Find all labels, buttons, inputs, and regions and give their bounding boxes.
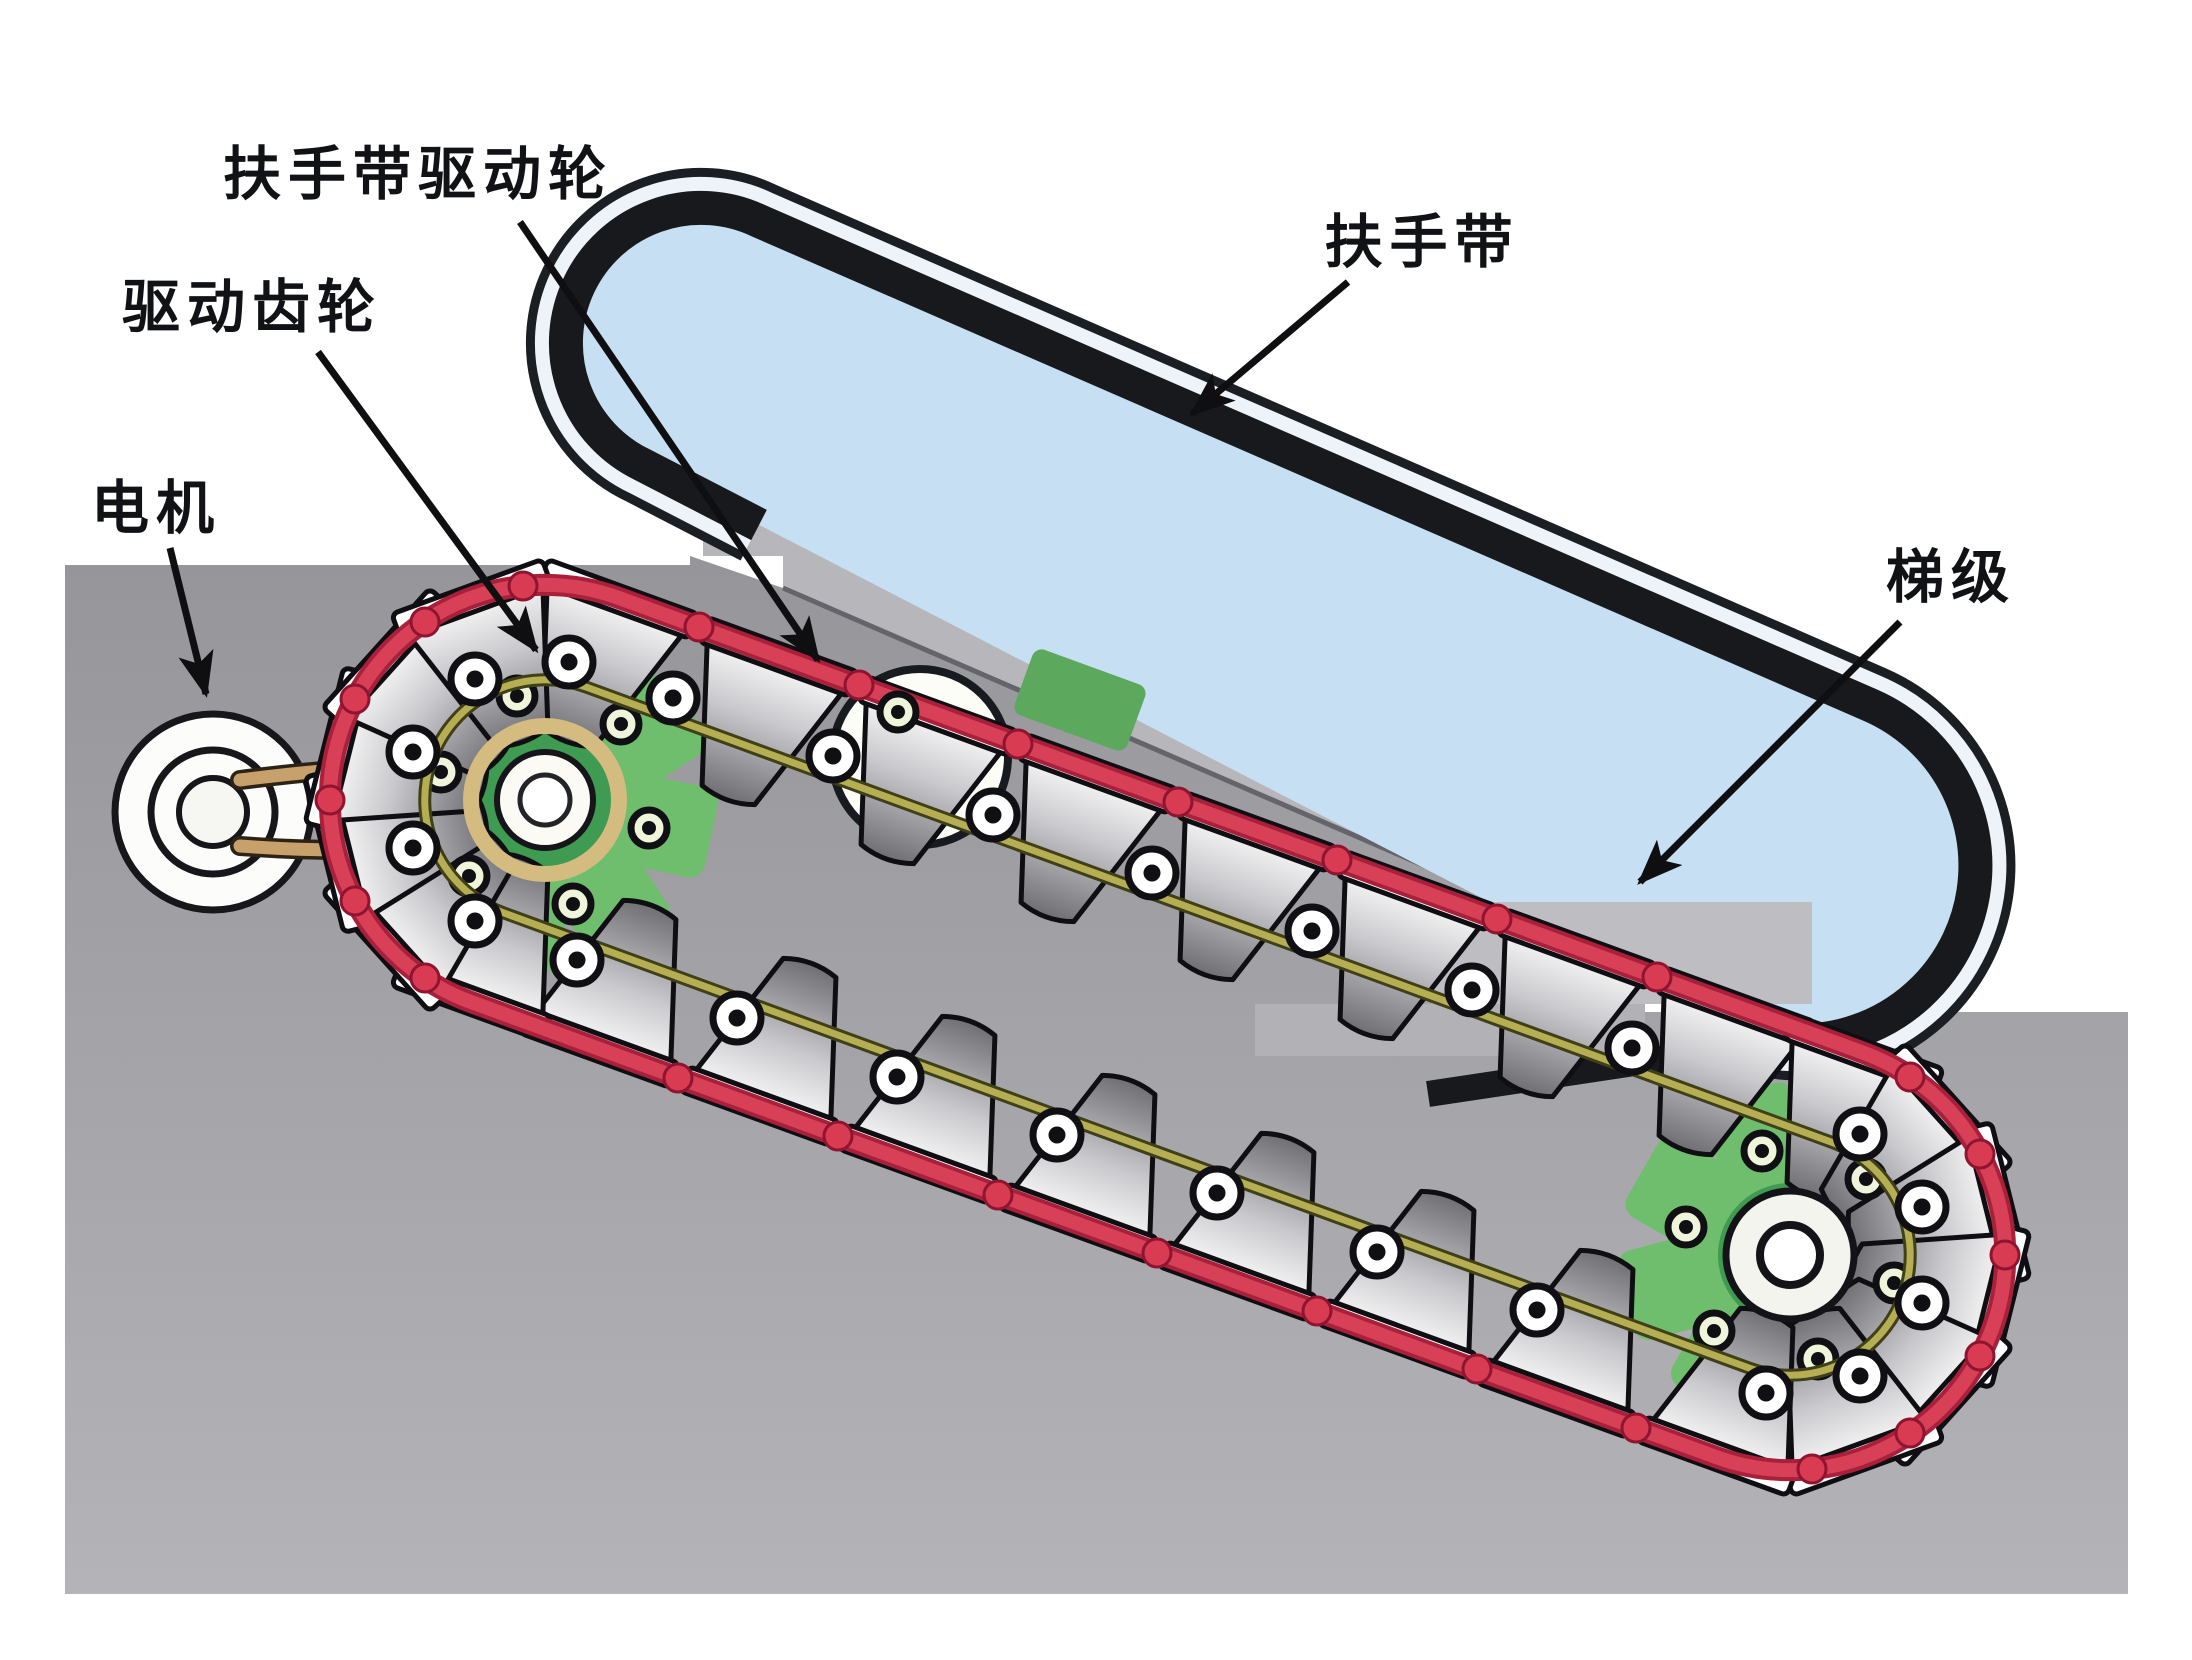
label-handrail-belt: 扶手带	[1324, 208, 1519, 276]
handrail-belt	[525, 167, 2016, 1081]
motor	[111, 710, 315, 914]
arrow-step	[1637, 619, 1903, 885]
label-motor: 电机	[91, 474, 221, 542]
label-drive-gear: 驱动齿轮	[122, 273, 382, 341]
wheel-bolt	[880, 694, 916, 730]
return-gear-hub	[1668, 1133, 1912, 1377]
arrow-drive-gear	[315, 349, 539, 654]
idler-green	[1014, 649, 1146, 751]
drive-gear-hub	[423, 678, 667, 922]
step-chain-red	[314, 570, 2021, 1485]
arrow-handrail-belt	[1188, 279, 1351, 417]
balustrade-glass	[565, 207, 1976, 1041]
arrow-motor	[166, 547, 214, 698]
callout-arrows	[166, 220, 1903, 885]
chain-links	[314, 570, 2021, 1485]
arrow-handrail-drive-wheel	[517, 220, 821, 664]
label-step: 梯级	[1886, 543, 2016, 611]
labels: 扶手带驱动轮 驱动齿轮 电机 扶手带 梯级	[91, 140, 2016, 611]
label-handrail-drive-wheel: 扶手带驱动轮	[223, 140, 613, 208]
